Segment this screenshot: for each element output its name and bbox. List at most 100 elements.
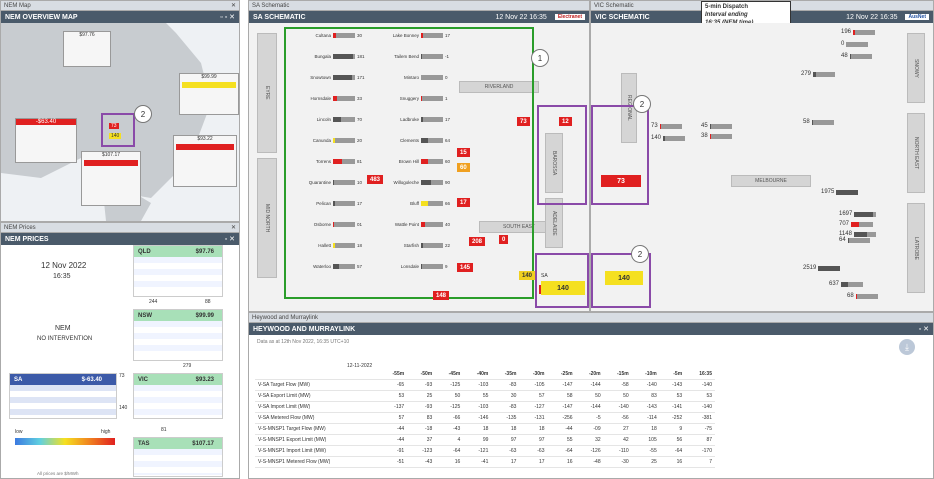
- close-icon[interactable]: ✕: [230, 225, 236, 231]
- vic-value-row[interactable]: 1975: [821, 189, 859, 195]
- vic-value-row[interactable]: 279: [801, 71, 836, 77]
- tas-card[interactable]: TAS$107.17: [133, 437, 223, 477]
- prices-tab[interactable]: NEM Prices: [4, 224, 36, 231]
- flow-arrow[interactable]: 17: [457, 198, 470, 207]
- generator-row[interactable]: Tailem Bend-1: [379, 54, 449, 59]
- flow-arrow[interactable]: 15: [457, 148, 470, 157]
- table-cell: 50: [603, 390, 632, 402]
- window-controls-icon[interactable]: ▫ ✕: [918, 326, 929, 333]
- window-controls-icon[interactable]: ▫ ▫ ✕: [220, 14, 235, 21]
- vic-value-row[interactable]: 196: [841, 29, 876, 35]
- hm-tab[interactable]: Heywood and Murraylink: [252, 314, 319, 321]
- vic-value-row[interactable]: 64: [839, 237, 870, 243]
- murray-flow[interactable]: 73: [601, 175, 641, 187]
- generator-bar: [333, 264, 355, 269]
- sa-tab[interactable]: SA Schematic: [252, 2, 290, 9]
- sa-card[interactable]: SA$-63.40: [9, 373, 117, 419]
- generator-value: 66: [445, 201, 451, 206]
- vic-value-row[interactable]: 637: [829, 281, 864, 287]
- generator-value: 64: [445, 138, 451, 143]
- download-icon[interactable]: ⤓: [899, 339, 915, 355]
- table-cell: 55: [547, 434, 576, 446]
- vic-value-row[interactable]: 38: [701, 133, 732, 139]
- generator-value: 17: [445, 33, 451, 38]
- vic-tab[interactable]: VIC Schematic: [594, 2, 634, 9]
- flow-arrow[interactable]: 208: [469, 237, 486, 246]
- vic-price-box[interactable]: $107.17: [81, 151, 141, 206]
- flow-arrow[interactable]: 0: [499, 235, 509, 244]
- heywood-flow[interactable]: 140: [605, 271, 643, 285]
- vic-value-row[interactable]: 707: [839, 221, 874, 227]
- flow-arrow[interactable]: 73: [517, 117, 530, 126]
- vic-value-row[interactable]: 73: [651, 123, 682, 129]
- vic-value-row[interactable]: 45: [701, 123, 732, 129]
- window-controls-icon[interactable]: ▫ ✕: [224, 236, 235, 243]
- vic-value-row[interactable]: 58: [803, 119, 834, 125]
- table-cell: 25: [407, 390, 436, 402]
- flow-arrow[interactable]: 12: [559, 117, 572, 126]
- sa-tab-bar[interactable]: SA Schematic: [249, 1, 589, 11]
- vic-value-row[interactable]: 48: [841, 53, 872, 59]
- qld-price-box[interactable]: $97.76: [63, 31, 111, 67]
- nsw-card[interactable]: NSW$99.99: [133, 309, 223, 361]
- vic-value-row[interactable]: 68: [847, 293, 878, 299]
- table-cell: -09: [575, 423, 604, 435]
- map-canvas[interactable]: $97.76 $99.99 -$63.40 73 140 2 $93.22 $1…: [1, 23, 239, 221]
- table-cell: -146: [463, 412, 492, 424]
- table-cell: -137: [379, 401, 408, 413]
- qld-card[interactable]: QLD$97.76: [133, 245, 223, 297]
- sa-canvas[interactable]: EYRE MID NORTH RIVERLAND SOUTH EAST BARO…: [249, 23, 589, 311]
- map-tab[interactable]: NEM Map: [4, 2, 31, 9]
- vic-value-row[interactable]: 0: [841, 41, 869, 47]
- tas-price-box[interactable]: $93.22: [173, 135, 237, 187]
- generator-name: Lonsdale: [400, 264, 419, 269]
- table-column-header: -45m: [435, 369, 464, 380]
- prices-tab-bar[interactable]: NEM Prices ✕: [1, 223, 239, 233]
- vic-value-row[interactable]: 140: [651, 135, 686, 141]
- vic-card[interactable]: VIC$93.23: [133, 373, 223, 419]
- sa-price-box[interactable]: -$63.40: [15, 118, 77, 163]
- vic-value-row[interactable]: 2519: [803, 265, 841, 271]
- vic-value-row[interactable]: 1697: [839, 211, 877, 217]
- sa-connector-box[interactable]: 140: [541, 281, 585, 295]
- hm-tab-bar[interactable]: Heywood and Murraylink: [249, 313, 933, 323]
- close-icon[interactable]: ✕: [230, 3, 236, 9]
- flow-arrow[interactable]: 140: [519, 271, 536, 280]
- flow-arrow[interactable]: 148: [433, 291, 450, 300]
- flow-sa-vic-1: 73: [119, 373, 125, 379]
- generator-bar: [421, 33, 443, 38]
- vic-canvas[interactable]: SNOWY NORTH EAST LATROBE MELBOURNE REGIO…: [591, 23, 933, 311]
- flow-arrow[interactable]: 60: [457, 163, 470, 172]
- flow-arrow[interactable]: 483: [367, 175, 384, 184]
- flow-arrow[interactable]: 145: [457, 263, 474, 272]
- vic-bar: [659, 123, 682, 129]
- map-tab-bar[interactable]: NEM Map ✕: [1, 1, 239, 11]
- vic-value-row[interactable]: 1148: [839, 231, 876, 237]
- nsw-price-box[interactable]: $99.99: [179, 73, 239, 115]
